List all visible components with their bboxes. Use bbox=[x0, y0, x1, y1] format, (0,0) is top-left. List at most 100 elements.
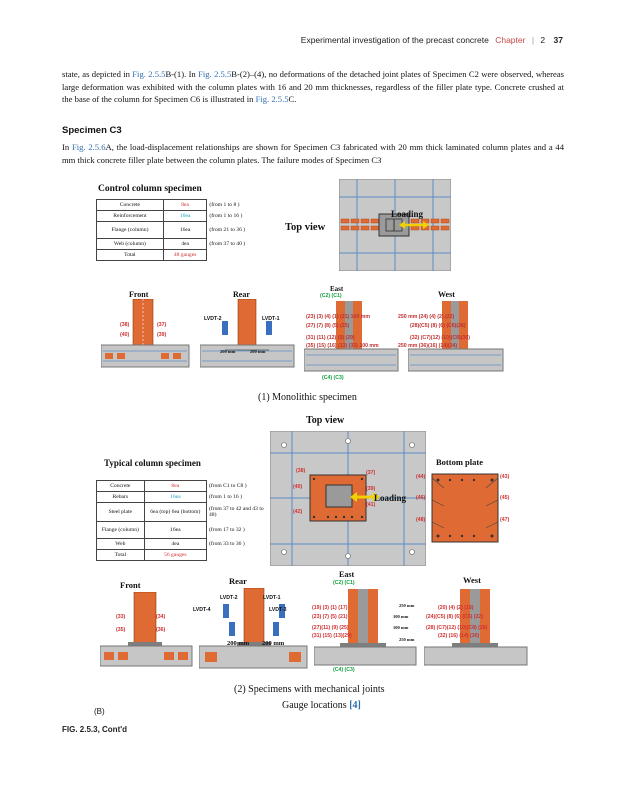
fig2-top-label-40: (40) bbox=[293, 484, 303, 490]
fig1-east-elevation bbox=[304, 301, 399, 372]
fig-link-4[interactable]: Fig. 2.5.6 bbox=[71, 142, 106, 152]
fig1-top-view-label: Top view bbox=[285, 222, 326, 233]
p1-text-2: B-(1). In bbox=[165, 69, 199, 79]
fig1-west-row-4: 250 mm (36)(16) (14)(34) bbox=[398, 343, 458, 349]
fig1-c2c1: (C2) (C1) bbox=[320, 293, 342, 299]
fig2-top-label-39: (39) bbox=[366, 486, 376, 492]
fig2-top-label-38: (38) bbox=[296, 468, 306, 474]
cell: (from C1 to C8 ) bbox=[209, 483, 247, 489]
fig2-bottom-label-44: (44) bbox=[416, 474, 426, 480]
cell: (from 1 to 16 ) bbox=[209, 213, 243, 219]
table-row: Flange (column)16ea(from 17 to 32 ) bbox=[96, 521, 274, 539]
cell: 56 gauges bbox=[143, 549, 208, 561]
fig1-east-row-2: (27) (7) (8) (5) (25) bbox=[306, 323, 350, 329]
fig2-c2c1: (C2) (C1) bbox=[333, 580, 355, 586]
fig1-loading-label: Loading bbox=[391, 209, 424, 219]
fig2-caption: (2) Specimens with mechanical joints bbox=[234, 684, 385, 695]
fig2-west-row-3: (28) (C7)(12) (10)(C8) (26) bbox=[426, 625, 488, 631]
paragraph-2: In Fig. 2.5.6A, the load-displacement re… bbox=[62, 141, 564, 166]
header-separator: | bbox=[531, 35, 535, 45]
fig2-c4c3: (C4) (C3) bbox=[333, 667, 355, 673]
fig1-west-row-3: (32) (C7)(12) (10)(C8)(30) bbox=[410, 335, 470, 341]
fig1-east-label: East bbox=[330, 285, 344, 293]
page-number: 37 bbox=[553, 35, 563, 45]
fig1-lvdt1: LVDT-1 bbox=[262, 316, 280, 322]
cell: 16ea bbox=[143, 521, 208, 539]
fig1-east-row-4: (35) (15) (16) (13) (33) 100 mm bbox=[306, 343, 379, 349]
chapter-label: Chapter bbox=[495, 35, 526, 45]
fig2-front-label-33: (33) bbox=[116, 614, 126, 620]
fig1-west-row-2: (28)(C5) (8) (6) (C6)(26) bbox=[410, 323, 466, 329]
p1-text-1: state, as depicted in bbox=[62, 69, 133, 79]
fig2-west-row-1: (20) (4) (2) (18) bbox=[438, 605, 474, 611]
fig1-rear-label: Rear bbox=[233, 290, 250, 299]
cell bbox=[207, 550, 274, 561]
fig1-front-label-39: (39) bbox=[157, 332, 167, 338]
fig1-front-label-37: (37) bbox=[157, 322, 167, 328]
cell: 16ea bbox=[162, 221, 208, 239]
fig2-lvdt4: LVDT-4 bbox=[193, 607, 211, 613]
cell: 4ea bbox=[162, 238, 208, 250]
cell: Rebars bbox=[96, 491, 145, 503]
fig2-west-row-2: (24)(C5) (8) (6) (C6) (22) bbox=[426, 614, 484, 620]
cell: 4ea bbox=[143, 538, 208, 550]
fig1-title: Control column specimen bbox=[98, 184, 202, 194]
fig2-east-row-2: (23) (7) (5) (21) bbox=[312, 614, 348, 620]
cell: 8ea bbox=[162, 199, 208, 211]
figure-caption: FIG. 2.5.3, Cont'd bbox=[62, 725, 128, 734]
fig2-top-label-42: (42) bbox=[293, 509, 303, 515]
cell: (from 37 to 40 ) bbox=[209, 241, 246, 247]
fig2-dim-b: 200 mm bbox=[262, 640, 285, 647]
fig1-lvdt2: LVDT-2 bbox=[204, 316, 222, 322]
fig2-east-dim-1: 250 mm bbox=[399, 603, 415, 608]
fig2-lvdt3: LVDT-3 bbox=[269, 607, 287, 613]
cell: Flange (column) bbox=[96, 221, 164, 239]
cell: 6ea (top) 6ea (bottom) bbox=[143, 502, 208, 522]
fig2-front-label-34: (34) bbox=[156, 614, 166, 620]
cell: 16ea bbox=[162, 210, 208, 222]
fig1-east-row-3: (31) (11) (12) (9) (29) bbox=[306, 335, 355, 341]
fig2-front-label-36: (36) bbox=[156, 627, 166, 633]
fig1-front-label-40: (40) bbox=[120, 332, 130, 338]
cell: Reinforcement bbox=[96, 210, 164, 222]
fig2-east-row-3: (27)(11) (9) (25) bbox=[312, 625, 349, 631]
table-row: Web (column)4ea(from 37 to 40 ) bbox=[96, 238, 272, 250]
fig1-dim-b: 200 mm bbox=[250, 349, 266, 354]
fig2-bottom-label-45: (45) bbox=[500, 495, 510, 501]
fig2-east-dim-3: 100 mm bbox=[393, 625, 409, 630]
panel-label: (B) bbox=[94, 707, 105, 716]
p2-text-1: In bbox=[62, 142, 72, 152]
gauge-reference-link[interactable]: [4] bbox=[349, 700, 361, 711]
cell: (from 1 to 8 ) bbox=[209, 202, 240, 208]
fig-link-2[interactable]: Fig. 2.5.5 bbox=[198, 69, 232, 79]
fig1-rear-elevation bbox=[200, 299, 295, 368]
fig2-loading-label: Loading bbox=[374, 493, 407, 503]
cell: 48 gauges bbox=[162, 249, 208, 261]
cell: Flange (column) bbox=[96, 521, 145, 539]
fig1-top-view-diagram bbox=[339, 179, 451, 271]
section-heading: Specimen C3 bbox=[62, 125, 122, 136]
fig2-east-row-1: (19) (3) (1) (17) bbox=[312, 605, 348, 611]
cell: Concrete bbox=[96, 199, 164, 211]
paragraph-1: state, as depicted in Fig. 2.5.5B-(1). I… bbox=[62, 68, 564, 106]
chapter-number: 2 bbox=[540, 35, 546, 45]
fig2-dim-a: 200 mm bbox=[227, 640, 250, 647]
gauge-locations-text: Gauge locations [4] bbox=[282, 700, 361, 711]
fig2-bottom-label-48: (48) bbox=[416, 517, 426, 523]
fig-link-1[interactable]: Fig. 2.5.5 bbox=[132, 69, 166, 79]
fig2-lvdt2: LVDT-2 bbox=[220, 595, 238, 601]
fig-link-3[interactable]: Fig. 2.5.5 bbox=[255, 94, 289, 105]
running-title: Experimental investigation of the precas… bbox=[300, 35, 489, 45]
cell: (from 1 to 16 ) bbox=[209, 494, 242, 500]
fig1-west-row-1: 250 mm (24) (4) (2) (22) bbox=[398, 314, 455, 320]
cell bbox=[207, 250, 272, 261]
cell: Concrete bbox=[96, 480, 145, 492]
fig2-east-row-4: (31) (15) (13)(29) bbox=[312, 633, 352, 639]
fig1-front-elevation bbox=[101, 299, 190, 368]
cell: Web bbox=[96, 538, 145, 550]
fig2-east-label: East bbox=[339, 570, 355, 579]
